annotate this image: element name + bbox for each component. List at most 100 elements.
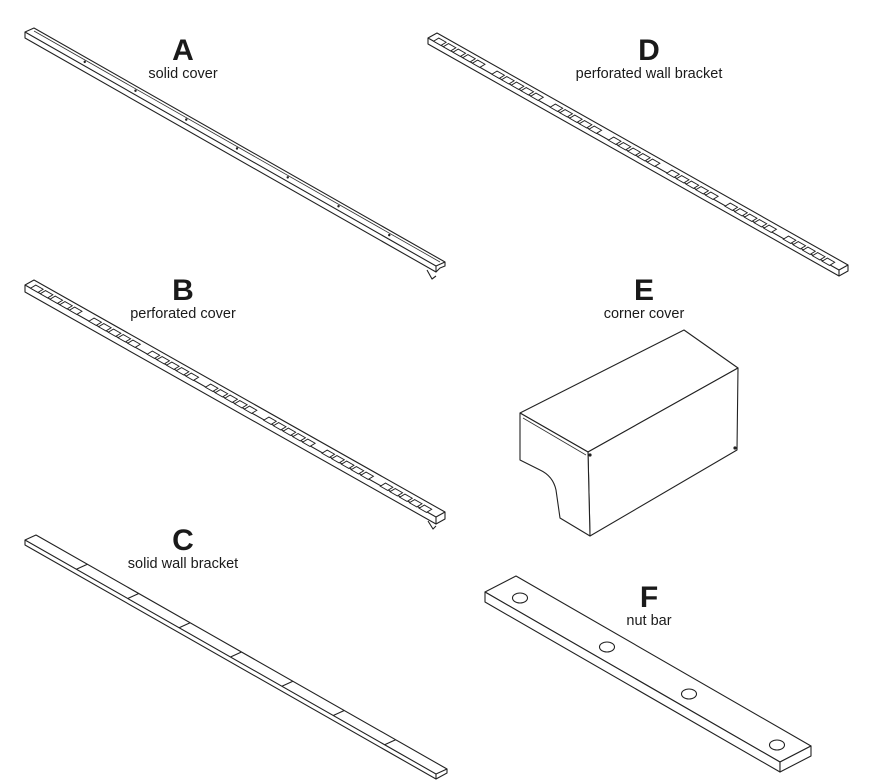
perforation-hole [762, 224, 778, 233]
part-c-solid-wall-bracket-drawing [24, 534, 448, 780]
part-f-nut-bar-drawing [484, 575, 812, 773]
bracket-tick [333, 709, 345, 717]
part-d-perforated-wall-bracket-drawing [427, 32, 849, 277]
perforation-hole [743, 213, 758, 222]
bracket-tick [230, 651, 242, 658]
fastener-dot [388, 233, 391, 237]
perforation-hole [321, 449, 336, 458]
part-f-label: F nut bar [529, 581, 769, 630]
part-d-label: D perforated wall bracket [529, 34, 769, 83]
perforation-hole [175, 367, 190, 376]
perforation-hole [626, 147, 642, 156]
fastener-dot [134, 89, 137, 92]
part-c-label: C solid wall bracket [63, 524, 303, 573]
fastener-dot [235, 147, 239, 150]
perforation-hole [49, 295, 64, 304]
part-b-name: perforated cover [130, 306, 236, 322]
part-a-label: A solid cover [63, 34, 303, 83]
perforation-hole [68, 306, 83, 315]
perforation-hole [704, 191, 720, 200]
perforation-hole [39, 290, 54, 299]
perforation-hole [500, 76, 516, 85]
part-e-letter: E [633, 274, 654, 307]
perforation-hole [636, 153, 652, 162]
perforation-hole [243, 405, 258, 414]
perforation-hole [398, 493, 414, 502]
part-a-letter: A [172, 34, 194, 67]
perforation-hole [282, 427, 297, 436]
part-b-letter: B [172, 274, 194, 307]
perforation-hole [350, 466, 365, 475]
perforation-hole [607, 136, 622, 145]
perforation-hole [490, 70, 506, 79]
perforation-hole [29, 284, 45, 293]
part-c-letter: C [172, 524, 194, 557]
bracket-tick [281, 680, 294, 687]
perforation-hole [694, 186, 710, 195]
part-e-name: corner cover [603, 306, 685, 322]
perforation-hole [291, 433, 307, 442]
part-b-perforated-cover-drawing [24, 279, 446, 530]
perforation-hole [461, 54, 477, 63]
perforation-hole [223, 394, 239, 403]
perforation-hole [185, 372, 200, 381]
perforation-hole [359, 471, 375, 480]
perforation-hole [558, 109, 574, 118]
perforation-hole [442, 43, 457, 52]
part-d-name: perforated wall bracket [575, 66, 723, 82]
part-f-letter: F [639, 581, 659, 614]
perforation-hole [782, 235, 797, 244]
perforation-hole [107, 328, 122, 337]
part-a-name: solid cover [148, 66, 218, 82]
perforation-hole [792, 241, 807, 250]
bracket-tick [127, 592, 139, 600]
perforation-hole [233, 400, 249, 409]
perforation-hole [262, 416, 278, 425]
perforation-hole [165, 361, 181, 370]
fastener-dot [286, 176, 289, 179]
perforation-hole [811, 252, 826, 261]
perforation-hole [214, 389, 229, 398]
perforation-hole [155, 356, 171, 365]
perforation-hole [389, 488, 404, 497]
perforation-hole [418, 504, 433, 513]
perforation-hole [588, 125, 603, 134]
perforation-hole [379, 482, 394, 491]
part-e-corner-cover-drawing [519, 329, 739, 537]
perforation-hole [272, 422, 287, 431]
fastener-dot [83, 60, 86, 64]
perforation-hole [146, 350, 161, 359]
bracket-tick [384, 739, 396, 746]
perforation-hole [646, 158, 661, 167]
bracket-tick [76, 563, 88, 570]
perforation-hole [549, 103, 564, 112]
bracket-tick [178, 622, 191, 629]
part-b-label: B perforated cover [63, 274, 303, 323]
perforation-hole [340, 460, 355, 469]
perforation-hole [87, 317, 103, 326]
perforation-hole [126, 339, 142, 348]
fastener-dot [337, 205, 340, 208]
perforation-hole [675, 175, 690, 184]
part-f-name: nut bar [626, 613, 672, 629]
part-d-letter: D [638, 34, 660, 67]
perforation-hole [685, 180, 700, 189]
perforation-hole [510, 81, 525, 90]
perforation-hole [204, 383, 219, 392]
perforation-hole [520, 87, 535, 96]
perforation-hole [821, 257, 836, 266]
part-a-solid-cover-drawing [24, 27, 446, 280]
perforation-hole [617, 142, 632, 151]
perforation-hole [724, 202, 739, 211]
perforation-hole [58, 301, 74, 310]
perforation-hole [801, 246, 817, 255]
fastener-dot [185, 118, 188, 121]
perforation-hole [753, 219, 768, 228]
part-e-label: E corner cover [524, 274, 764, 323]
perforation-hole [578, 120, 593, 129]
part-c-name: solid wall bracket [127, 556, 239, 572]
perforation-hole [665, 169, 681, 178]
perforation-hole [432, 37, 448, 46]
perforation-hole [330, 455, 346, 464]
perforation-hole [568, 114, 584, 123]
